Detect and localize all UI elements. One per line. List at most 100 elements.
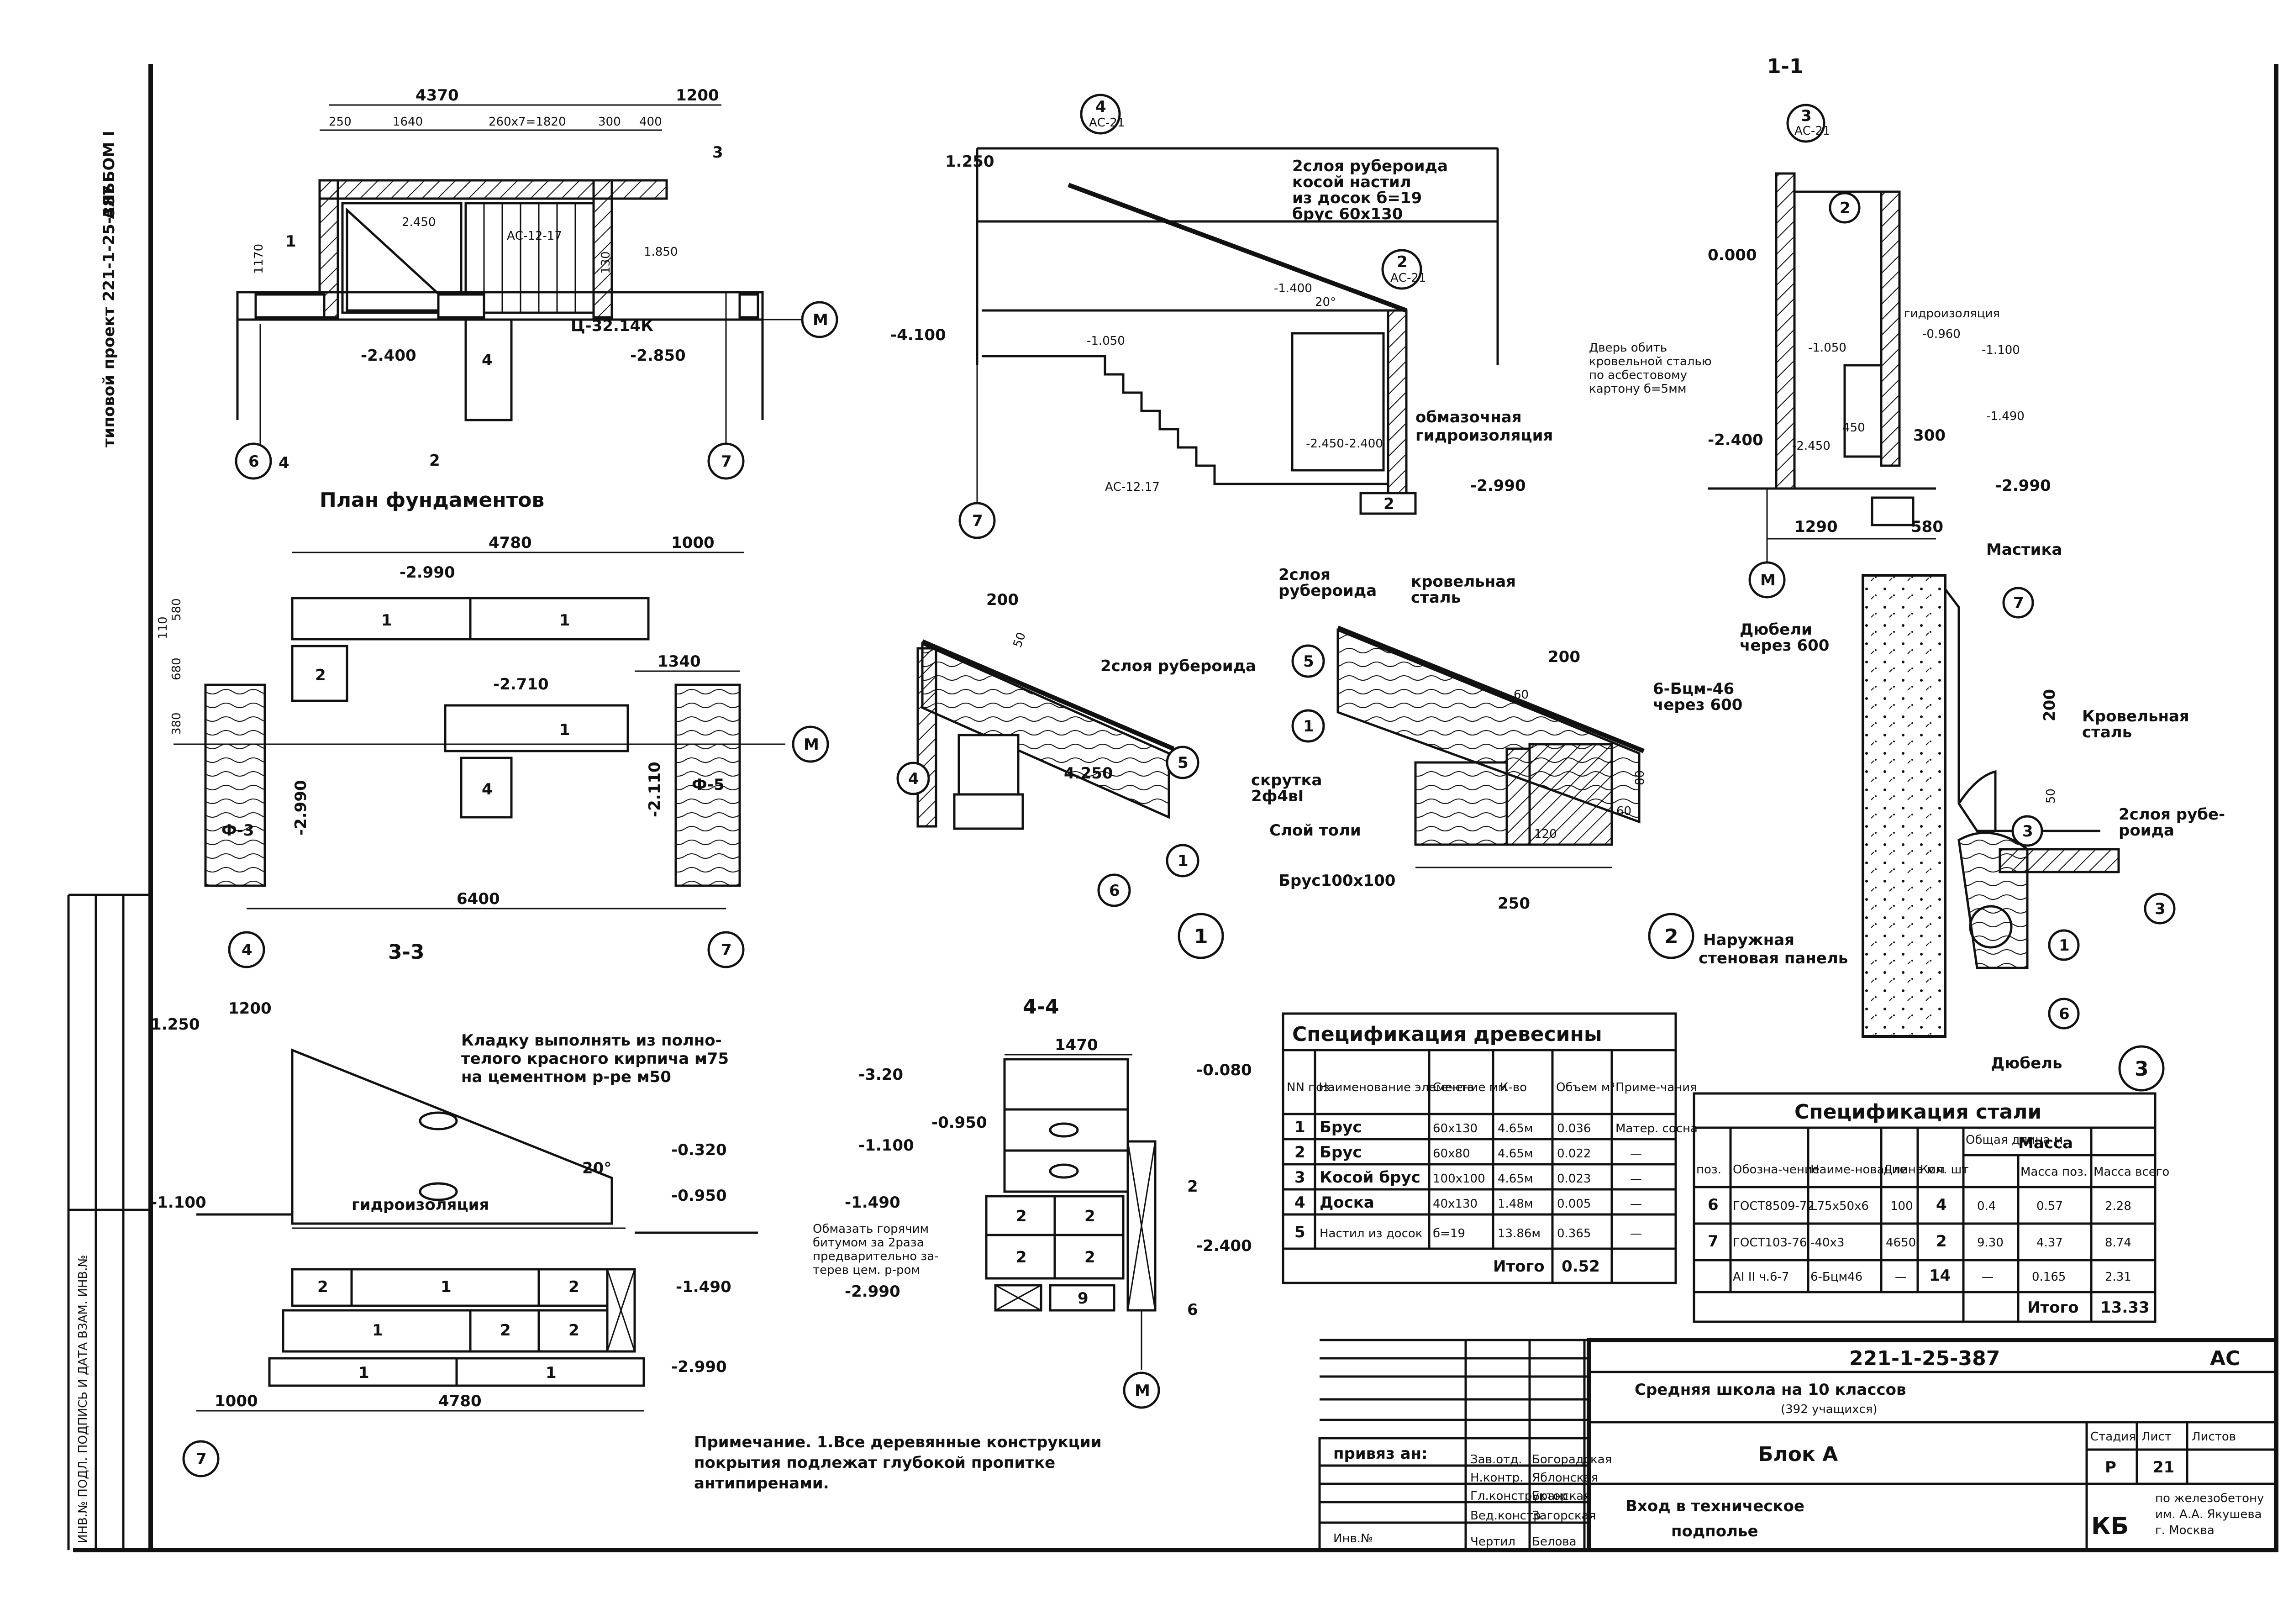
stamp-vertical: ИНВ.№ ПОДЛ. ПОДПИСЬ И ДАТА ВЗАМ. ИНВ.№ [76,1255,90,1543]
wood-cell: 100х100 [1433,1172,1485,1186]
wood-cell: 3 [1294,1168,1305,1187]
tb-role: Вед.констр. [1470,1509,1545,1523]
tb-org2: им. А.А. Якушева [2155,1508,2262,1521]
d2-dim-250: 250 [1498,894,1530,913]
steel-cell: L75х50х6 [1810,1199,1869,1213]
wood-cell: б=19 [1433,1227,1465,1240]
tb-code: 221-1-25-387 [1849,1347,2000,1370]
steel-h3: Длина мм [1883,1163,1945,1177]
s44-note1: Обмазать горячим [813,1222,929,1236]
s44-note4: терев цем. р-ром [813,1263,920,1277]
general-note: Примечание. 1.Все деревянные конструкции… [694,1433,1102,1493]
wood-row: 1 Брус 60х130 4.65м 0.036 Матер. сосна [1294,1118,1698,1136]
steel-cell: 2 [1936,1232,1947,1251]
tb-sheet-mark: АС [2210,1347,2240,1370]
s11-callout-2: 2 [1840,199,1851,217]
d3-label: 3 [2135,1057,2149,1081]
plan-level-2400: -2.400 [361,347,416,365]
s33-dim-1000: 1000 [671,534,715,552]
plan-cut-4: 4 [279,454,289,472]
s33-block-4: 4 [482,780,493,799]
wood-cell: 60х130 [1433,1122,1478,1135]
d3-pos-1: 1 [2059,936,2070,955]
s11-note-door1: Дверь обить [1589,341,1667,355]
plan-cut-3: 3 [712,143,723,162]
wood-cell: 0.023 [1557,1172,1591,1186]
wall-note-waterproof: гидроизоляция [352,1196,489,1214]
d3-note-dowel1: Дюбели [1740,620,1812,639]
s22-callout-4-ref: АС-21 [1089,116,1125,130]
s44-title: 4-4 [1023,995,1059,1019]
s11-callout-3: 3 [1801,107,1812,125]
wood-cell: 0.005 [1557,1197,1591,1211]
tb-role: Гл.конструктор [1470,1489,1568,1503]
wood-cell: — [1630,1147,1642,1161]
d3-note-roof2: роида [2119,821,2174,840]
s33-block-f5: Ф-5 [692,776,725,794]
d3-dim-200: 200 [2041,689,2059,721]
s33-dim-4780: 4780 [489,534,532,552]
steel-h2: Наиме-нование [1810,1163,1907,1177]
wood-cell: — [1630,1197,1642,1211]
tb-role: Зав.отд. [1470,1453,1522,1466]
d3-pos-6: 6 [2059,1005,2070,1023]
s22-level-2400: -2.400 [1345,437,1383,451]
wood-cell: 13.86м [1498,1227,1541,1240]
s33-title: 3-3 [388,941,425,964]
d3-pos-3b: 3 [2155,900,2166,918]
s22-note-slope: косой настил [1292,173,1411,191]
s22-angle: 20° [1315,295,1336,309]
tb-name: Бранская [1532,1489,1591,1503]
section-4-4: 4-4 1470 2 2 2 2 9 -3.20 -0.950 -1.100 -… [813,995,1252,1409]
plan-axis-m: М [813,311,828,329]
s22-level-4100: -4.100 [890,326,946,344]
tb-drawing1: Вход в техническое [1625,1497,1804,1515]
s11-level-1100: -1.100 [1982,343,2020,357]
s33-block-1a: 1 [381,611,392,630]
s33-dim-6400: 6400 [457,890,500,908]
d3-note-steel2: сталь [2082,723,2132,741]
steel-total-label: Итого [2027,1298,2079,1317]
wood-spec-table: Спецификация древесины NN поз. Наименова… [1282,1012,1698,1284]
s22-level-1400: -1.400 [1274,282,1312,295]
wood-cell: 40х130 [1433,1197,1478,1211]
steel-cell: ГОСТ103-76 [1733,1236,1807,1250]
s11-dim-580: 580 [1911,518,1943,536]
s11-level-0960: -0.960 [1922,327,1961,341]
plan-dim-steps: 260x7=1820 [489,115,566,129]
wood-cell: Матер. сосна [1615,1122,1698,1135]
tb-role: Н.контр. [1470,1471,1523,1485]
s44-mark-6: 6 [1187,1301,1198,1319]
d1-pos-5: 5 [1178,754,1189,772]
plan-dim-400: 400 [639,115,662,129]
d1-label: 1 [1194,925,1208,948]
section-1-1: 1-1 М 3 АС-21 2 0.000 -0.960 -1.100 -1.0… [1589,55,2051,599]
steel-cell: 0.165 [2032,1270,2066,1284]
s11-level-1050: -1.050 [1808,341,1846,355]
wood-row: 4 Доска 40х130 1.48м 0.005 — [1294,1193,1642,1212]
tb-block: Блок А [1758,1443,1838,1466]
tb-inv: Инв.№ [1333,1532,1373,1545]
steel-cell: 14 [1929,1267,1951,1285]
tb-sheets-label: Листов [2192,1430,2236,1444]
s33-axis-4: 4 [242,941,252,959]
s22-level-2450: -2.450 [1306,437,1344,451]
plan-dim-300: 300 [598,115,621,129]
tb-name: Загорская [1532,1509,1596,1523]
plan-level-2850: -2.850 [630,347,686,365]
s22-note-beam: брус 60х130 [1292,205,1403,223]
d2-note-roof1: 2слоя [1278,566,1331,584]
wall-level-0950: -0.950 [671,1187,727,1205]
plan-ts-label: Ц-32.14К [571,317,653,335]
note-line2: покрытия подлежат глубокой пропитке [694,1454,1055,1472]
wall-dim-4780: 4780 [438,1392,482,1410]
steel-cell: 6 [1708,1196,1719,1214]
tb-applied: привяз ан: [1333,1445,1428,1463]
s11-level-2450: -2.450 [1792,439,1831,453]
wood-cell: 0.022 [1557,1147,1591,1161]
d2-note-wire1: скрутка [1251,771,1322,789]
d3-note-steel1: Кровельная [2082,707,2189,725]
s44-block-2c: 2 [1016,1248,1027,1267]
steel-cell: -40х3 [1810,1236,1844,1250]
